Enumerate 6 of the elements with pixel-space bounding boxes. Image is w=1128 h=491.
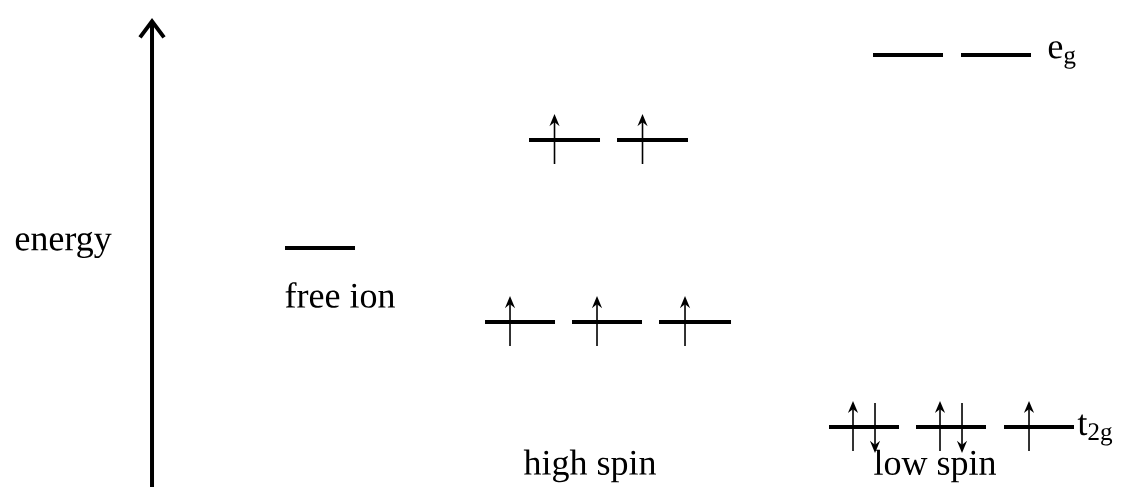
level-label: e$_{g}$ — [1048, 41, 1076, 69]
level-label: free ion — [285, 282, 395, 308]
level-label: high spin — [523, 449, 656, 483]
axis-label: energy — [15, 231, 112, 259]
level-label: low spin — [874, 449, 996, 483]
level-label: t$_{2g}$ — [1077, 414, 1113, 446]
